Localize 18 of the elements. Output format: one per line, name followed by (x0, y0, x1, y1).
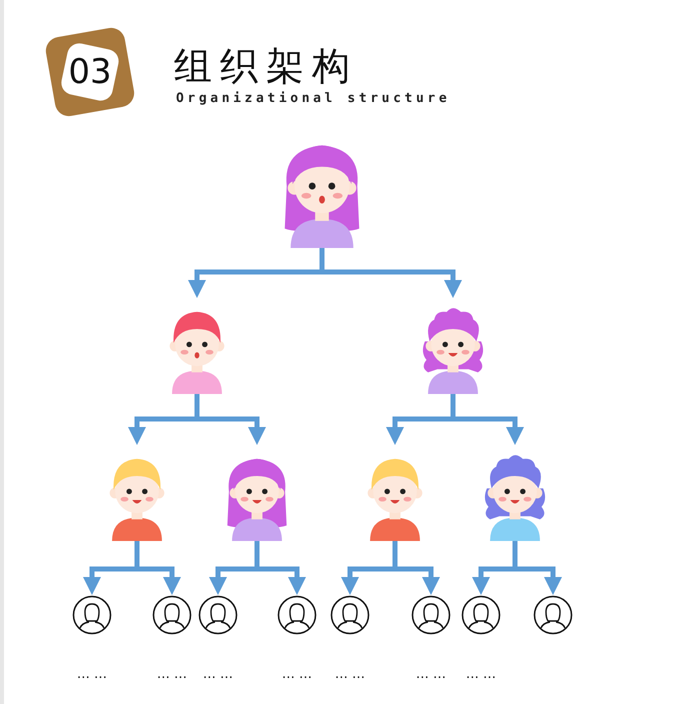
avatar-icon (461, 595, 501, 635)
ellipsis-text: … … (414, 667, 448, 682)
avatar-icon (330, 595, 370, 635)
avatar-icon (277, 595, 317, 635)
number-badge: 03 (44, 26, 136, 118)
avatar-icon (152, 595, 192, 635)
ellipsis-text: … … (76, 667, 108, 682)
ellipsis-text: … … (280, 667, 314, 682)
subtitle: Organizational structure (176, 91, 450, 106)
ellipsis-text: … … (334, 667, 366, 682)
avatar-icon (533, 595, 573, 635)
ellipsis-text: … … (464, 667, 498, 682)
title: 组织架构 (174, 43, 358, 90)
ellipsis-text: … … (156, 667, 188, 682)
ellipsis-text: … … (202, 667, 234, 682)
avatar-icon (411, 595, 451, 635)
avatar-icon (72, 595, 112, 635)
avatar-icon (198, 595, 238, 635)
